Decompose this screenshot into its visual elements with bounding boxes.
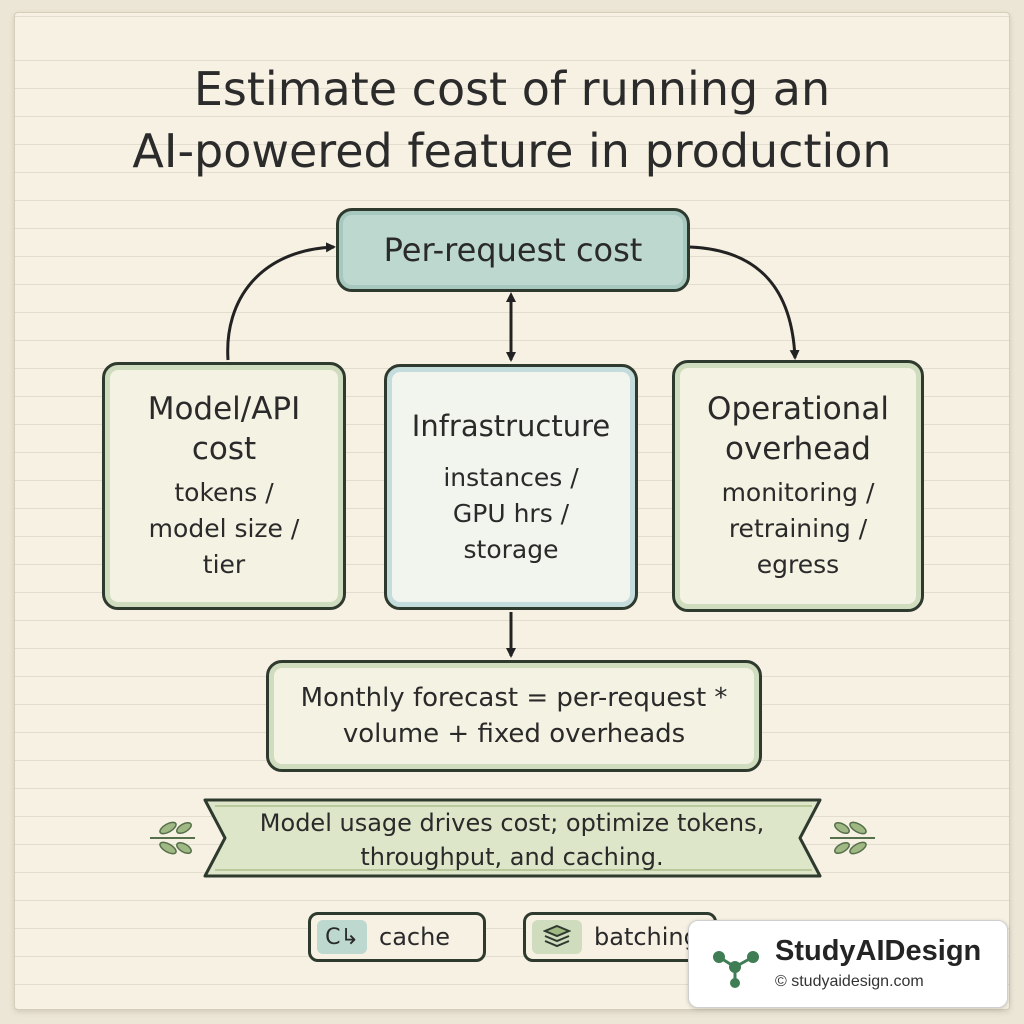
banner-line-1: Model usage drives cost; optimize tokens…: [259, 809, 765, 837]
banner-takeaway: Model usage drives cost; optimize tokens…: [230, 806, 794, 874]
model-api-heading-1: Model/API: [147, 391, 301, 427]
operational-overhead-node: Operational overhead monitoring / retrai…: [672, 360, 924, 612]
title-line-1: Estimate cost of running an: [193, 62, 831, 116]
infrastructure-detail-3: storage: [463, 535, 559, 564]
per-request-cost-node: Per-request cost: [336, 208, 690, 292]
infrastructure-node: Infrastructure instances / GPU hrs / sto…: [384, 364, 638, 610]
operational-heading-1: Operational: [707, 391, 889, 427]
model-api-cost-node: Model/API cost tokens / model size / tie…: [102, 362, 346, 610]
leaf-decoration-right: [830, 821, 875, 855]
forecast-line-1: Monthly forecast = per-request *: [300, 683, 728, 713]
batching-label: batching: [594, 923, 699, 951]
model-api-detail-1: tokens /: [174, 478, 274, 507]
diagram-title: Estimate cost of running an AI-powered f…: [80, 58, 944, 182]
arrow-per-request-to-operational: [689, 245, 800, 360]
monthly-forecast-node: Monthly forecast = per-request * volume …: [266, 660, 762, 772]
infrastructure-detail-1: instances /: [443, 463, 579, 492]
brand-watermark: StudyAIDesign © studyaidesign.com: [688, 920, 1008, 1008]
model-api-detail-3: tier: [202, 550, 246, 579]
title-line-2: AI-powered feature in production: [132, 124, 892, 178]
forecast-line-2: volume + fixed overheads: [342, 719, 686, 749]
cache-label: cache: [379, 923, 451, 951]
operational-detail-2: retraining /: [728, 514, 868, 543]
stack-icon: [532, 920, 582, 954]
arrow-model-to-per-request: [226, 242, 336, 361]
network-logo-icon: [713, 951, 759, 988]
operational-detail-1: monitoring /: [721, 478, 875, 507]
banner-line-2: throughput, and caching.: [360, 843, 664, 871]
cache-icon: C↳: [317, 920, 367, 954]
leaf-decoration-left: [150, 821, 195, 855]
batching-chip: batching: [523, 912, 717, 962]
infrastructure-detail-2: GPU hrs /: [452, 499, 570, 528]
cache-chip: C↳ cache: [308, 912, 486, 962]
infrastructure-heading: Infrastructure: [411, 409, 611, 443]
brand-name: StudyAIDesign: [775, 935, 982, 967]
model-api-heading-2: cost: [191, 431, 257, 467]
model-api-detail-2: model size /: [148, 514, 300, 543]
brand-url: © studyaidesign.com: [775, 973, 924, 990]
operational-heading-2: overhead: [725, 431, 871, 467]
ribbon-banner: [203, 798, 822, 878]
per-request-cost-label: Per-request cost: [383, 231, 643, 269]
operational-detail-3: egress: [756, 550, 840, 579]
